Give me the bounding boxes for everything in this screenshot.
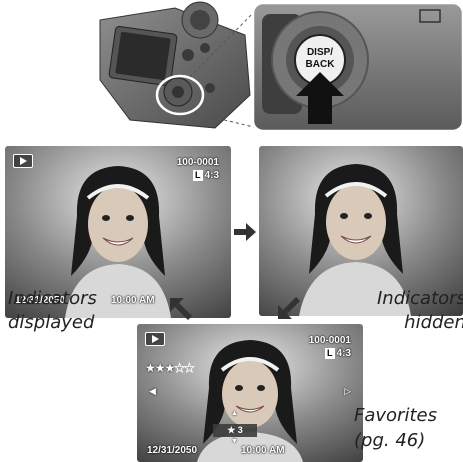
up-arrow-icon: ▲ (231, 410, 238, 417)
portrait-photo-no-indicators (259, 146, 463, 316)
down-arrow-icon: ▼ (231, 438, 238, 445)
button-highlight-circle (155, 74, 205, 116)
camera-body (99, 1, 251, 129)
camera-illustration: DISP/ BACK (99, 1, 463, 133)
press-arrow-icon (296, 72, 344, 124)
time-stamp: 10:00 AM (111, 295, 155, 306)
button-closeup-inset (251, 1, 463, 133)
screen-indicators-hidden (259, 146, 463, 316)
time-stamp: 10:00 AM (241, 445, 285, 456)
svg-text:BACK: BACK (306, 59, 336, 70)
caption-favorites: Favorites (pg. 46) (354, 405, 437, 451)
arrow-down-left-icon (278, 297, 300, 319)
date-stamp: 12/31/2050 (15, 295, 66, 306)
favorite-stars-rating: ★★★★★ (145, 361, 195, 376)
arrow-right-icon (234, 223, 256, 241)
playback-icon (13, 154, 33, 168)
previous-arrow-icon: ◀ (149, 386, 156, 396)
portrait-photo-favorites (137, 324, 363, 462)
frame-number: 100-0001 (308, 335, 351, 346)
disp-back-label: DISP/ (307, 47, 333, 58)
callout-lines (189, 7, 259, 129)
next-arrow-icon: ▷ (344, 386, 351, 396)
date-stamp: 12/31/2050 (147, 445, 198, 456)
arrow-up-left-icon (170, 298, 192, 320)
caption-indicators-displayed: Indicators displayed (8, 288, 97, 333)
portrait-photo (5, 146, 231, 318)
caption-indicators-hidden: Indicators hidden (377, 288, 463, 333)
playback-icon (145, 332, 165, 346)
frame-number: 100-0001 (176, 157, 219, 168)
page-reference: (pg. 46) (354, 430, 426, 451)
star-empty-icon: ★★ (174, 361, 195, 376)
star-filled-icon: ★★★ (145, 361, 175, 375)
favorites-rating-box: ★ 3 (213, 424, 257, 437)
